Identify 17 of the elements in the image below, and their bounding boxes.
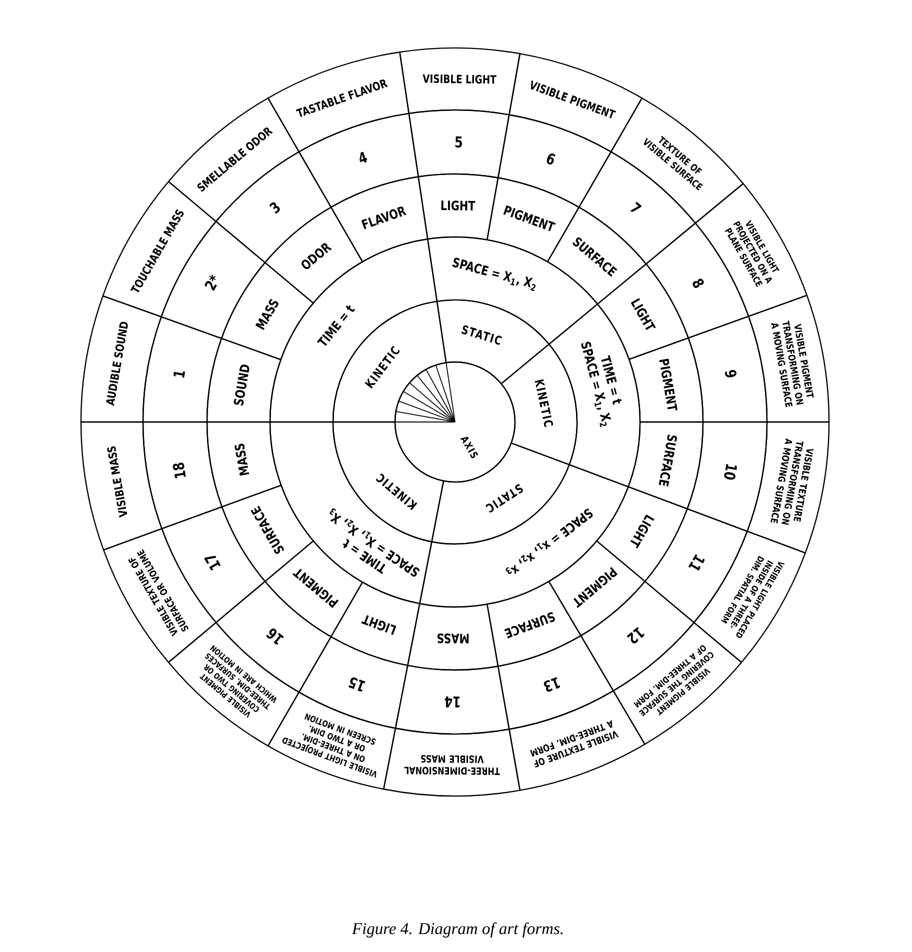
caption: Figure 4. Diagram of art forms. [352, 922, 563, 938]
ring-segment: 5 [408, 109, 510, 178]
ring-segment: THREE-DIMENSIONAL VISIBLE MASS [383, 728, 521, 797]
ring-segment: LIGHT [418, 173, 499, 240]
ring-segment: 14 [394, 664, 510, 735]
ring-segment: SURFACE [628, 421, 704, 510]
ring-segment: VISIBLE MASS [80, 421, 162, 550]
ring-segment: 18 [142, 421, 223, 530]
ring-segment: MASS [407, 603, 499, 671]
ring-segment: PIGMENT [628, 337, 704, 423]
ring-segment: 10 [686, 421, 768, 532]
ring-segment: SOUND [206, 338, 282, 423]
ring-segment: 1 [142, 316, 222, 423]
ring-segment: 9 [688, 316, 768, 423]
ring-segment: AUDIBLE SOUND [80, 295, 162, 423]
ring-segment: VISIBLE LIGHT [399, 47, 521, 116]
ring-segment: KINETIC [500, 344, 578, 466]
